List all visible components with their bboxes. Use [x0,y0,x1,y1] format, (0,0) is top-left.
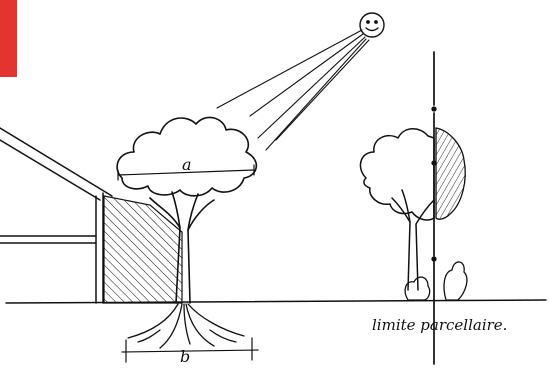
tree-overhang-hatched [436,128,465,219]
red-accent-tab [0,0,17,77]
tree-crown-small [360,129,434,220]
tree-roots [128,304,244,348]
sun-icon [360,13,384,37]
root-width-label: b [180,347,190,366]
boundary-label: limite parcellaire. [372,316,507,334]
ground-line [6,300,546,303]
shadow-hatched-area [104,196,182,303]
bush-right [444,262,467,300]
house-outline [0,128,112,303]
tree-trunk-small [392,190,434,290]
crown-width-label: a [182,155,192,174]
